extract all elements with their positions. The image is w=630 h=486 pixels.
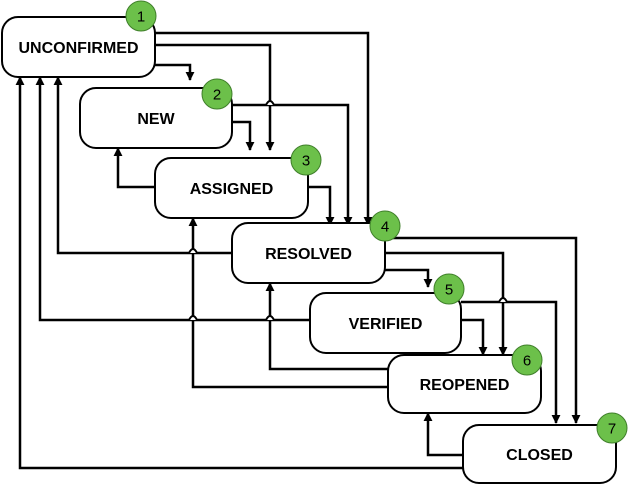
state-number: 3 (302, 153, 310, 170)
edge-verified-reopened (461, 318, 488, 356)
edge-reopened-assigned (188, 217, 388, 389)
edge-resolved-reopened (385, 251, 508, 356)
crossing-hop (188, 315, 198, 321)
state-verified: VERIFIED 5 (309, 273, 465, 354)
state-closed: CLOSED 7 (462, 412, 628, 484)
state-number: 2 (213, 87, 221, 104)
state-assigned: ASSIGNED 3 (154, 144, 322, 219)
state-label: NEW (137, 111, 175, 128)
edge-resolved-unconfirmed (53, 76, 232, 255)
state-number-badge (596, 412, 628, 444)
state-reopened: REOPENED 6 (387, 344, 543, 414)
state-label: VERIFIED (349, 316, 423, 333)
state-number: 1 (137, 9, 145, 26)
state-number-badge (290, 144, 322, 176)
crossing-hop (498, 297, 508, 303)
state-label: CLOSED (506, 447, 573, 464)
edge-assigned-resolved (308, 185, 335, 226)
edge-resolved-closed (385, 236, 581, 424)
edge-new-assigned (232, 120, 255, 151)
state-number: 7 (608, 421, 616, 438)
edge-closed-reopened (423, 412, 463, 457)
state-label: REOPENED (420, 377, 510, 394)
edge-verified-closed (461, 300, 561, 424)
state-number: 6 (523, 353, 531, 370)
state-new: NEW 2 (79, 78, 233, 149)
state-number-badge (125, 0, 157, 32)
crossing-hop (188, 248, 198, 254)
state-number-badge (369, 210, 401, 242)
state-number-badge (511, 344, 543, 376)
edge-reopened-resolved (265, 282, 388, 371)
state-unconfirmed: UNCONFIRMED 1 (1, 0, 157, 78)
edge-unconfirmed-new (155, 63, 195, 81)
edge-closed-unconfirmed (15, 76, 463, 470)
crossing-hop (265, 100, 275, 106)
edge-verified-unconfirmed (35, 76, 310, 322)
edge-assigned-new (113, 147, 155, 189)
state-label: ASSIGNED (190, 181, 274, 198)
state-label: RESOLVED (265, 246, 352, 263)
state-label: UNCONFIRMED (19, 40, 139, 57)
state-number: 4 (381, 219, 389, 236)
crossing-hop (265, 315, 275, 321)
state-number-badge (433, 273, 465, 305)
state-resolved: RESOLVED 4 (231, 210, 401, 284)
edge-resolved-verified (385, 268, 433, 288)
state-number-badge (201, 78, 233, 110)
edge-unconfirmed-resolved (155, 31, 373, 226)
transitions (15, 31, 581, 470)
state-number: 5 (445, 282, 453, 299)
edge-unconfirmed-assigned (155, 43, 275, 151)
